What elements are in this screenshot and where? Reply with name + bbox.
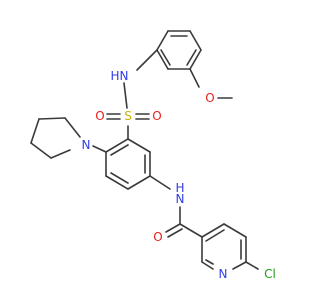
bond	[165, 223, 181, 233]
bond	[205, 259, 214, 265]
bond	[30, 118, 40, 144]
atom-label-sulfonyl-o-right: O	[152, 109, 161, 123]
bond	[110, 172, 129, 184]
atom-label-nh-sulfonamide-h: H	[110, 69, 119, 83]
bond	[245, 261, 259, 270]
atom-label-sulfonyl-s: S	[124, 109, 132, 123]
atom-label-amide-h: H	[175, 181, 184, 195]
bond	[232, 261, 247, 270]
atom-label-sulfonyl-o-left: O	[95, 109, 104, 123]
bond	[189, 30, 202, 51]
bond	[201, 223, 225, 238]
bond	[189, 49, 202, 70]
bond	[38, 117, 66, 120]
bond	[123, 82, 128, 109]
bond	[105, 138, 129, 153]
bond	[30, 142, 52, 159]
bond	[149, 175, 171, 190]
bond	[136, 49, 158, 71]
bond	[189, 68, 200, 88]
bond	[186, 49, 197, 66]
atom-label-amide-o: O	[153, 230, 162, 244]
atom-label-amide-n: N	[176, 192, 185, 206]
bond	[160, 49, 171, 66]
atom-label-pyridine-n: N	[219, 267, 228, 281]
bond	[127, 175, 151, 190]
bond	[201, 261, 214, 270]
bond-lines	[30, 30, 259, 270]
atom-labels: N H O S O O N N H O N Cl	[82, 69, 276, 281]
structure-canvas: N H O S O O N N H O N Cl	[30, 30, 276, 281]
atom-label-methoxy-o: O	[205, 91, 214, 105]
bond	[50, 149, 71, 159]
molecule-structure-diagram: N H O S O O N N H O N Cl	[30, 30, 276, 281]
bond	[64, 117, 81, 138]
atom-label-nh-sulfonamide-n: N	[120, 69, 129, 83]
bond	[205, 229, 225, 242]
bond	[156, 30, 169, 51]
bond	[110, 144, 129, 156]
bond	[105, 175, 129, 190]
bond	[92, 145, 107, 153]
bond	[167, 228, 183, 238]
atom-label-chlorine: Cl	[264, 267, 276, 281]
bond	[179, 223, 203, 238]
bond	[223, 223, 247, 238]
bond	[127, 138, 151, 153]
atom-label-pyrrolidine-n: N	[82, 138, 91, 152]
bond	[156, 49, 169, 70]
